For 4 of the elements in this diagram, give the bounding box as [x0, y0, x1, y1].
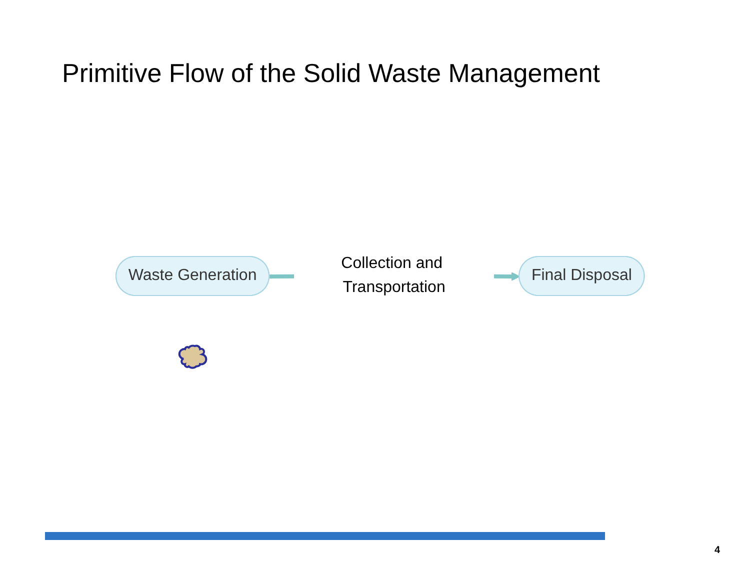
edge-label: Collection and Transportation: [341, 255, 446, 296]
node-cloud: [178, 344, 208, 369]
slide-title: Primitive Flow of the Solid Waste Management: [62, 58, 600, 89]
page-number: 4: [714, 545, 720, 556]
